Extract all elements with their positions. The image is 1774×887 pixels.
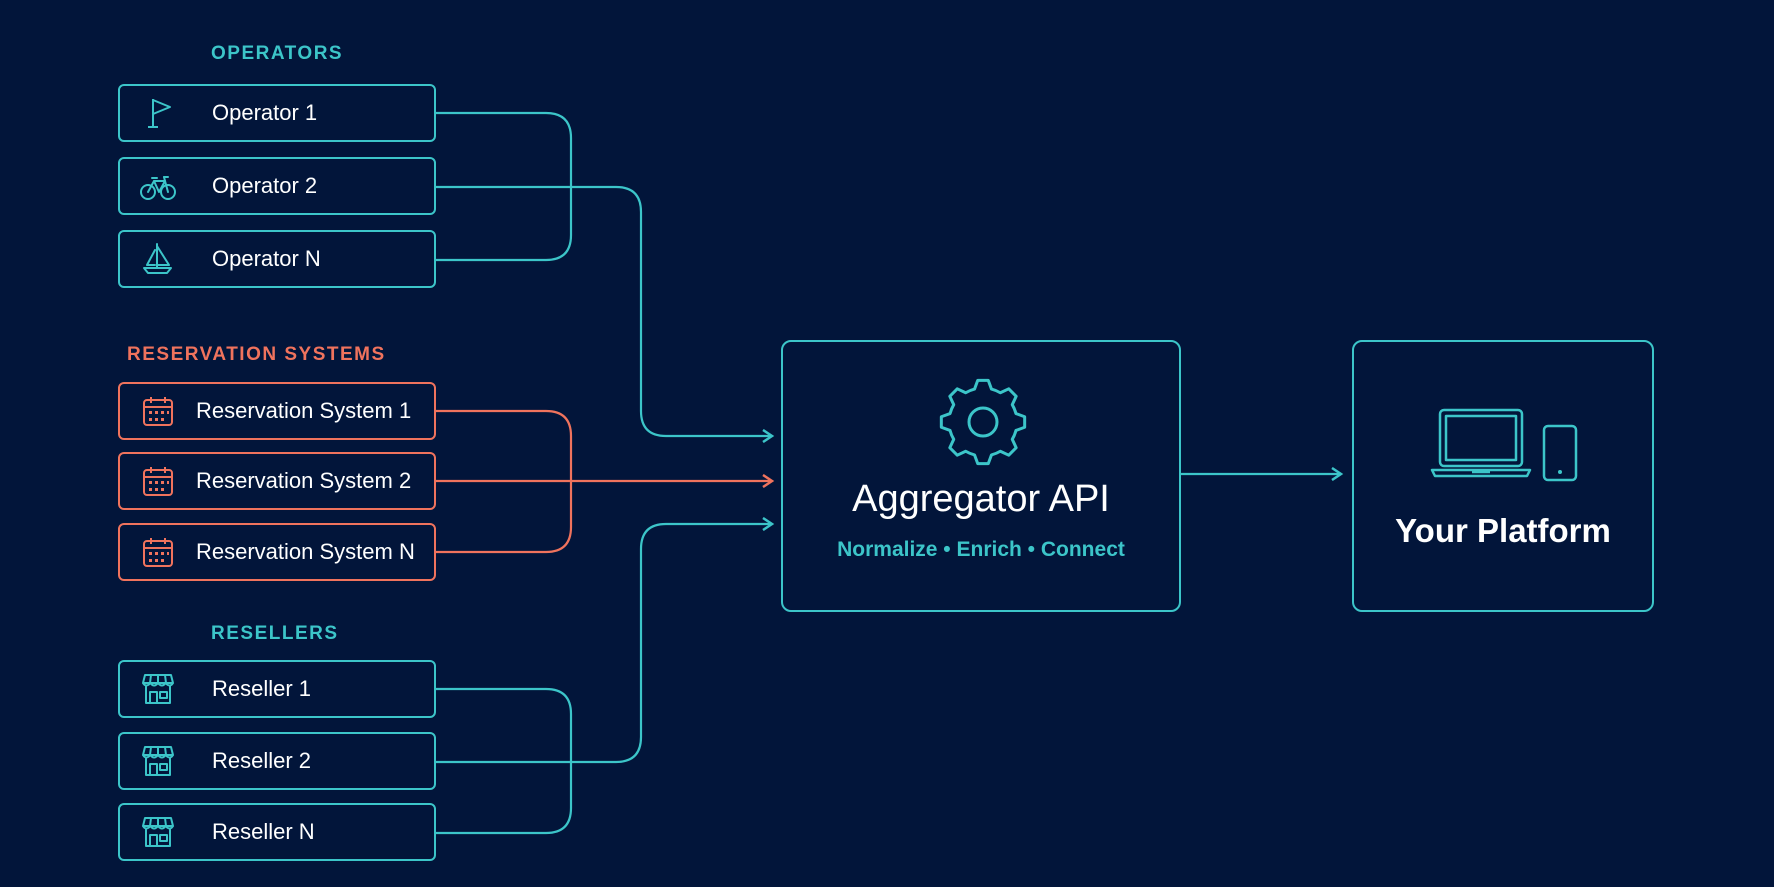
node-label: Reseller N: [212, 819, 315, 844]
reservation-system-n-node[interactable]: Reservation System N: [118, 523, 436, 581]
reseller-1-node[interactable]: Reseller 1: [118, 660, 436, 718]
devices-icon: [1430, 408, 1578, 482]
reservation-systems-group-title: RESERVATION SYSTEMS: [127, 344, 386, 365]
calendar-icon: [143, 538, 173, 567]
flag-icon: [148, 99, 171, 128]
reservation-system-1-node[interactable]: Reservation System 1: [118, 382, 436, 440]
node-label: Reseller 1: [212, 676, 312, 701]
resellers-group-title: RESELLERS: [211, 623, 339, 644]
node-label: Operator 2: [212, 173, 318, 198]
operator-2-node[interactable]: Operator 2: [118, 157, 436, 215]
node-label: Reservation System 1: [196, 398, 412, 423]
resellers-connector: [436, 524, 772, 764]
operators-group-title: OPERATORS: [211, 43, 344, 64]
bicycle-icon: [140, 176, 176, 200]
calendar-icon: [143, 397, 173, 426]
storefront-icon: [142, 817, 174, 847]
reseller-n-node[interactable]: Reseller N: [118, 803, 436, 861]
platform-title: Your Platform: [1395, 512, 1611, 549]
reseller-2-node[interactable]: Reseller 2: [118, 732, 436, 790]
calendar-icon: [143, 467, 173, 496]
operators-connector: [436, 185, 772, 436]
operator-1-node[interactable]: Operator 1: [118, 84, 436, 142]
node-label: Reservation System N: [196, 539, 415, 564]
your-platform-node[interactable]: Your Platform: [1352, 340, 1654, 612]
sailboat-icon: [143, 243, 172, 274]
node-label: Reseller 2: [212, 748, 312, 773]
node-label: Reservation System 2: [196, 468, 412, 493]
node-label: Operator N: [212, 246, 321, 271]
storefront-icon: [142, 674, 174, 704]
reservation-system-2-node[interactable]: Reservation System 2: [118, 452, 436, 510]
operator-n-node[interactable]: Operator N: [118, 230, 436, 288]
gear-icon: [939, 378, 1027, 466]
storefront-icon: [142, 746, 174, 776]
hub-subtitle: Normalize • Enrich • Connect: [837, 538, 1125, 561]
hub-title: Aggregator API: [852, 478, 1110, 520]
node-label: Operator 1: [212, 100, 318, 125]
aggregator-api-node[interactable]: Aggregator API Normalize • Enrich • Conn…: [781, 340, 1181, 612]
